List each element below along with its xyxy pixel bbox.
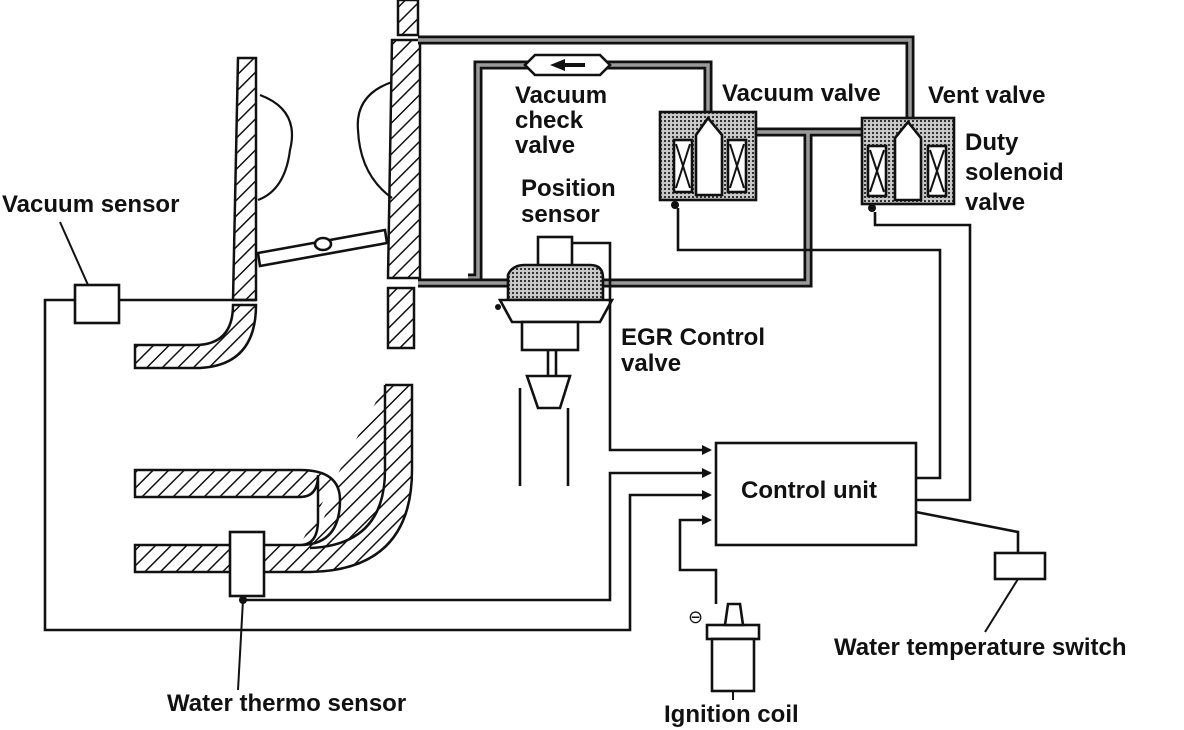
label-duty-line1: Duty	[965, 129, 1019, 156]
vacuum-sensor	[73, 283, 121, 325]
vacuum-hoses	[418, 35, 915, 288]
label-duty-line2: solenoid	[965, 159, 1064, 186]
intake-bulge-left	[257, 93, 294, 202]
wire-position-sensor	[572, 241, 710, 452]
label-vacuum-check-valve-line2: check	[515, 107, 584, 134]
throttle-body-wall	[386, 38, 422, 280]
ignition-coil	[705, 602, 761, 693]
intake-bulge-right	[356, 80, 393, 199]
throttle-body-wall-top	[396, 0, 420, 37]
wire-ignition-coil	[678, 518, 718, 604]
label-ignition-coil: Ignition coil	[664, 701, 799, 728]
wire-vacuum-sensor	[43, 298, 710, 632]
intake-duct-wall-left	[231, 56, 258, 302]
leader-lines	[59, 221, 1019, 700]
label-position-sensor: Position sensor	[521, 175, 622, 228]
label-egr-line1: EGR Control	[621, 324, 765, 351]
ignition-minus-terminal: ⊖	[688, 607, 703, 627]
label-egr-control-valve: EGR Control valve	[621, 324, 772, 377]
throttle-shaft	[313, 236, 333, 252]
vacuum-valve	[658, 110, 758, 209]
label-vacuum-valve: Vacuum valve	[722, 80, 881, 107]
water-thermo-sensor	[228, 530, 266, 604]
label-vacuum-sensor: Vacuum sensor	[2, 191, 179, 218]
duty-solenoid-valve	[860, 116, 956, 212]
control-unit	[714, 441, 918, 547]
label-vacuum-check-valve-line1: Vacuum	[515, 82, 607, 109]
label-water-thermo-sensor: Water thermo sensor	[167, 690, 406, 717]
wiring	[43, 208, 1020, 632]
label-water-temperature-switch: Water temperature switch	[834, 634, 1127, 661]
intake-bend-wall	[133, 303, 258, 370]
label-control-unit: Control unit	[741, 477, 877, 504]
label-position-sensor-line1: Position	[521, 175, 616, 202]
label-vacuum-check-valve: Vacuum check valve	[515, 82, 614, 159]
label-duty-solenoid-valve: Duty solenoid valve	[965, 129, 1070, 216]
water-temperature-switch	[993, 551, 1047, 581]
wire-vacuum-valve	[676, 208, 942, 480]
vacuum-check-valve	[523, 53, 612, 77]
label-duty-line3: valve	[965, 189, 1025, 216]
intake-manifold	[118, 0, 422, 574]
label-position-sensor-line2: sensor	[521, 201, 600, 228]
wire-temp-switch	[915, 510, 1020, 553]
egr-control-valve	[495, 235, 615, 486]
label-egr-line2: valve	[621, 350, 681, 377]
wire-duty-solenoid	[873, 212, 972, 502]
label-vent-valve: Vent valve	[928, 82, 1045, 109]
label-vacuum-check-valve-line3: valve	[515, 132, 575, 159]
wire-thermo-sensor	[243, 471, 710, 602]
throttle-body-wall-lower	[386, 286, 416, 350]
exhaust-manifold-bend	[133, 383, 414, 574]
